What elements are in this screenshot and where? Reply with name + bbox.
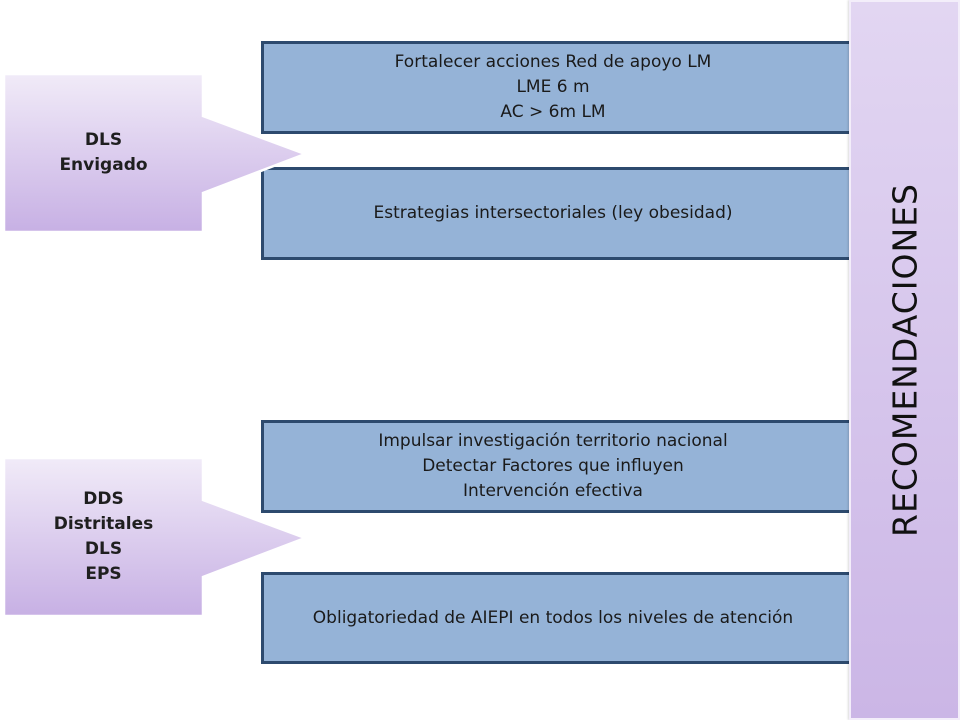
box-3-line-3: Intervención efectiva (463, 481, 643, 501)
arrow-2-line-1: DDS (83, 489, 124, 509)
box-3-line-2: Detectar Factores que influyen (422, 456, 684, 476)
box-3-line-1: Impulsar investigación territorio nacion… (378, 431, 728, 451)
box-1-line-3: AC > 6m LM (500, 102, 606, 122)
box-2-line-1: Estrategias intersectoriales (ley obesid… (373, 203, 733, 223)
side-title-panel: RECOMENDACIONES (849, 0, 960, 720)
box-4-line-1: Obligatoriedad de AIEPI en todos los niv… (312, 607, 794, 628)
arrow-label-1: DLS Envigado (4, 74, 203, 232)
arrow-2-line-3: DLS (84, 539, 123, 559)
box-1-line-2: LME 6 m (516, 77, 590, 97)
box-1-line-1: Fortalecer acciones Red de apoyo LM (394, 52, 712, 72)
recommendation-box-1: Fortalecer acciones Red de apoyo LM LME … (261, 41, 881, 134)
arrow-1-line-1: DLS (84, 130, 123, 150)
arrow-1-line-2: Envigado (59, 155, 148, 175)
arrow-2-line-4: EPS (85, 564, 122, 584)
arrow-shape-2 (2, 456, 309, 618)
arrow-2-line-2: Distritales (53, 514, 154, 534)
recommendation-box-4: Obligatoriedad de AIEPI en todos los niv… (261, 572, 881, 664)
recommendation-box-3: Impulsar investigación territorio nacion… (261, 420, 881, 513)
recommendation-box-2: Estrategias intersectoriales (ley obesid… (261, 167, 881, 260)
arrow-shape-1 (2, 72, 309, 234)
arrow-label-2: DDS Distritales DLS EPS (4, 458, 203, 616)
side-title: RECOMENDACIONES (885, 183, 924, 537)
